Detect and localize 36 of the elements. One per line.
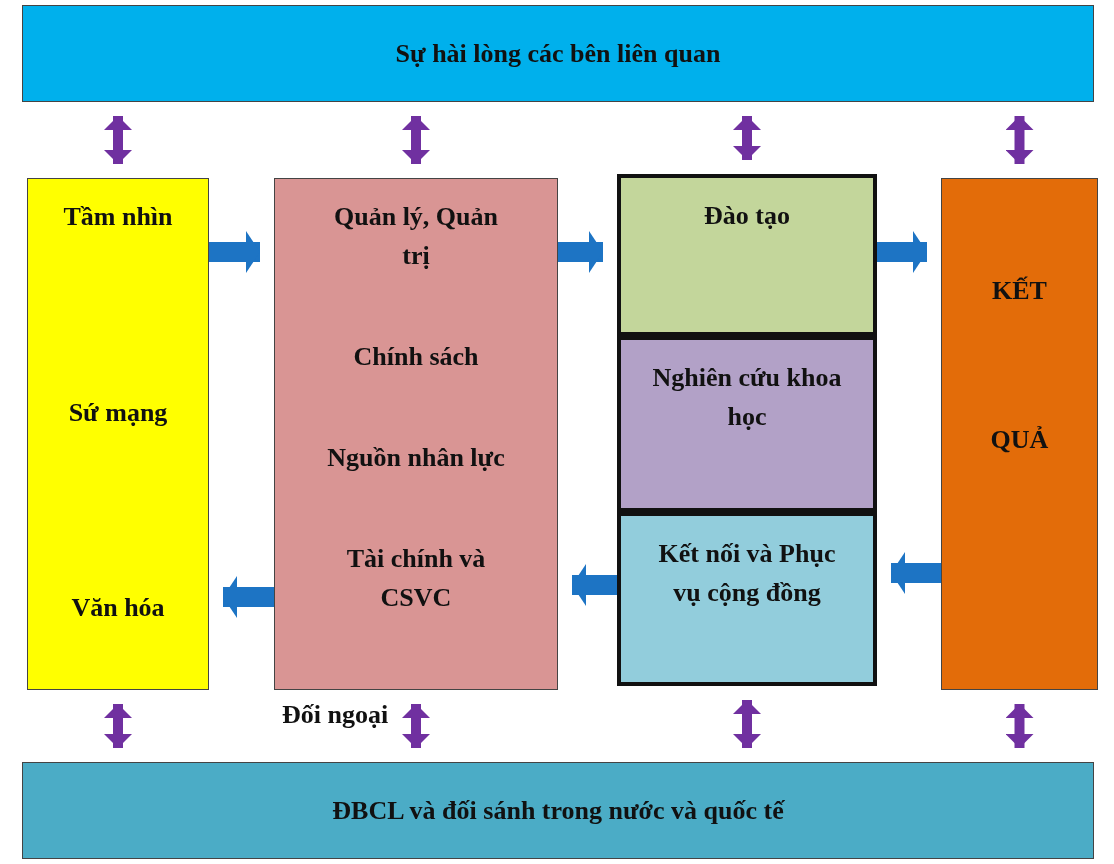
double-arrow <box>402 116 430 164</box>
side-label: Đối ngoại <box>282 700 389 730</box>
block-arrow <box>877 231 927 273</box>
box-label: Tài chính và CSVC <box>345 543 487 614</box>
process-box <box>617 174 877 336</box>
double-arrow <box>733 116 761 160</box>
footer-band <box>22 762 1094 859</box>
header-band <box>22 5 1094 102</box>
box-label: Sứ mạng <box>68 396 168 429</box>
block-arrow <box>891 552 941 594</box>
block-arrow <box>209 231 260 273</box>
result-box <box>941 178 1098 690</box>
box-label: ĐBCL và đối sánh trong nước và quốc tế <box>332 795 784 827</box>
box-label: Đào tạo <box>704 200 790 232</box>
box-label: Nghiên cứu khoa học <box>652 362 842 433</box>
box-label: Tầm nhìn <box>63 201 173 233</box>
double-arrow <box>402 704 430 748</box>
process-box <box>617 512 877 686</box>
box-label: Chính sách <box>353 341 479 373</box>
block-arrow <box>558 231 603 273</box>
block-arrow <box>223 576 274 618</box>
box-label: Văn hóa <box>71 592 165 624</box>
box-label: KẾT <box>992 275 1047 307</box>
box-label: Quản lý, Quản trị <box>333 201 499 272</box>
box-label: QUẢ <box>990 424 1049 456</box>
double-arrow <box>733 700 761 748</box>
double-arrow <box>1005 116 1034 164</box>
double-arrow <box>1005 704 1034 748</box>
block-arrow <box>572 564 617 606</box>
box-label: Kết nối và Phục vụ cộng đồng <box>657 538 837 609</box>
box-label: Sự hài lòng các bên liên quan <box>395 38 721 70</box>
box-label: Nguồn nhân lực <box>327 442 505 474</box>
process-box <box>27 178 209 690</box>
process-box <box>274 178 558 690</box>
double-arrow <box>104 116 132 164</box>
double-arrow <box>104 704 132 748</box>
